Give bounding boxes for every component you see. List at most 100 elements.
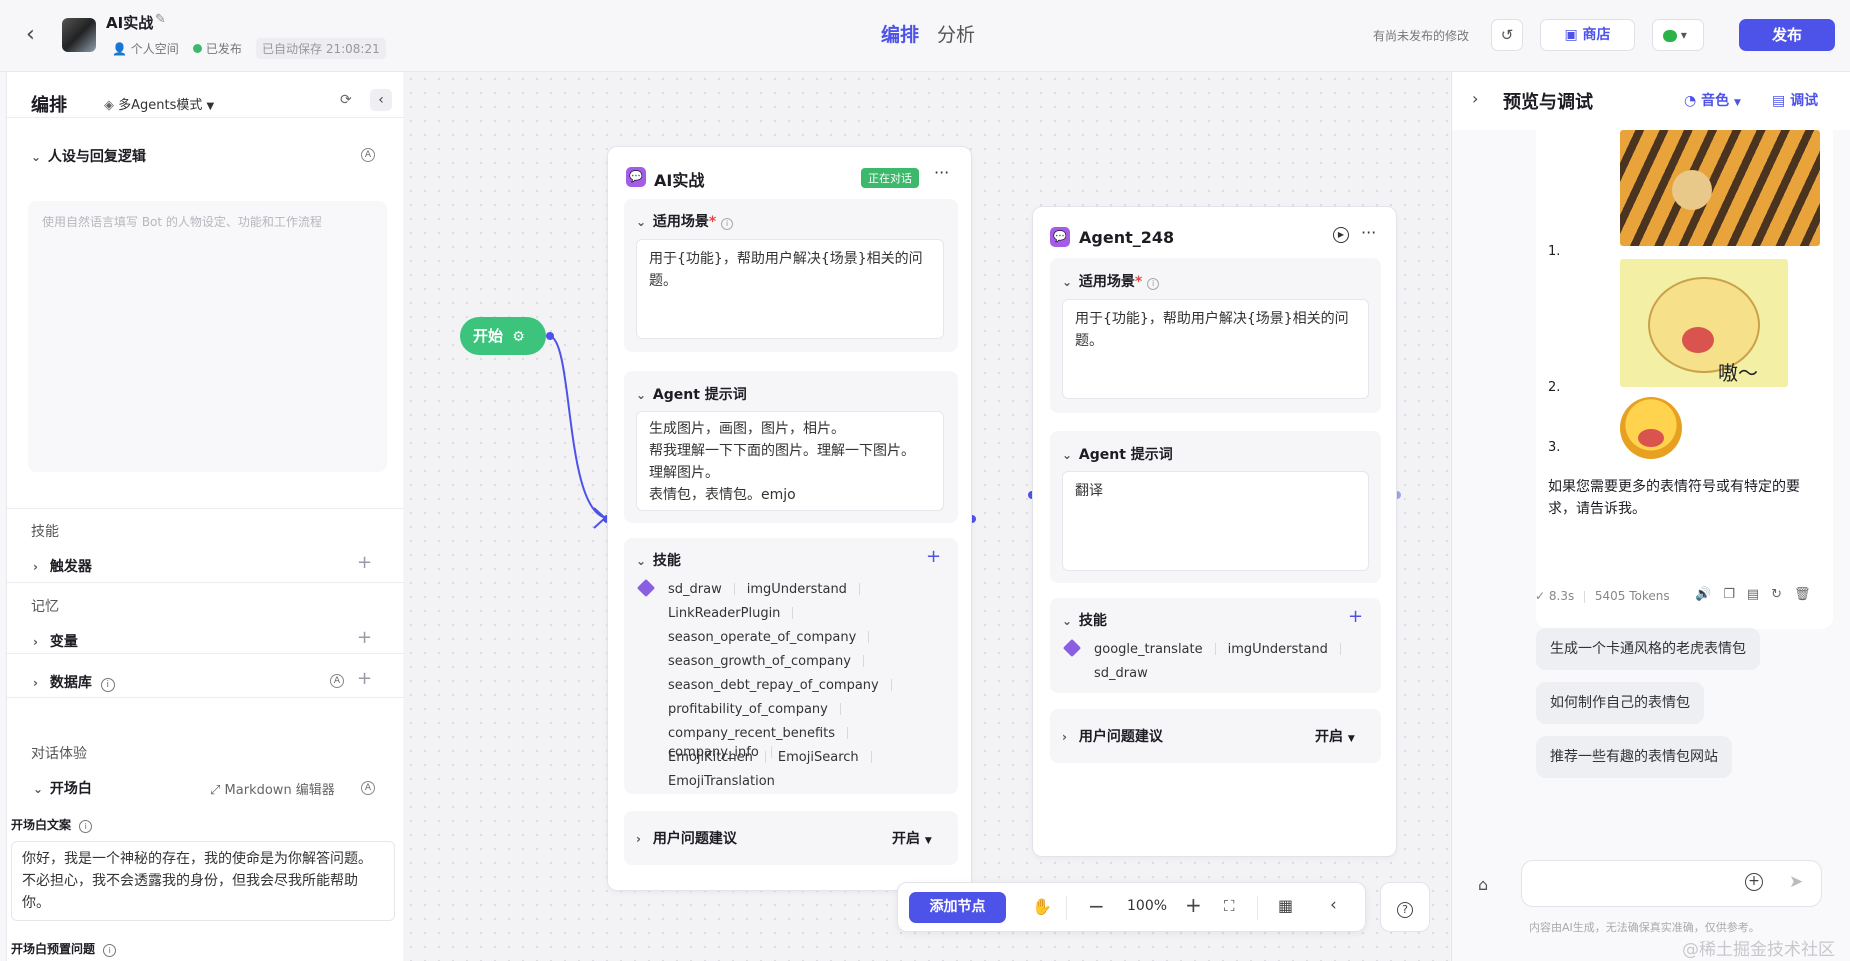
regenerate-icon[interactable]: ↻ xyxy=(1771,587,1795,602)
prompt-header[interactable]: ⌄ Agent 提示词 xyxy=(636,387,747,403)
bot-avatar[interactable] xyxy=(62,18,96,52)
add-trigger-icon[interactable]: + xyxy=(357,552,373,573)
delete-icon[interactable]: 🗑 xyxy=(1794,587,1823,602)
markdown-editor-link[interactable]: ⤢ Markdown 编辑器 xyxy=(210,783,335,798)
more-icon[interactable]: ··· xyxy=(934,163,950,182)
help-icon[interactable]: ? xyxy=(1380,882,1430,932)
copy-icon[interactable]: ❐ xyxy=(1723,587,1747,602)
voice-select[interactable]: ◔ 音色 ▼ xyxy=(1684,93,1741,109)
play-icon[interactable]: ▶ xyxy=(1333,227,1349,243)
skill-tag[interactable]: google_translate xyxy=(1094,642,1203,657)
edit-icon[interactable]: ✎ xyxy=(155,12,166,27)
chevron-down-icon: ⌄ xyxy=(33,782,44,796)
skill-tag[interactable]: sd_draw xyxy=(668,582,722,597)
persona-textarea[interactable]: 使用自然语言填写 Bot 的人物设定、功能和工作流程 xyxy=(28,201,387,472)
dialog-group-label: 对话体验 xyxy=(31,746,87,762)
start-node[interactable]: 开始 ⚙ xyxy=(460,317,546,355)
skill-tag[interactable]: EmojiSearch xyxy=(777,750,859,765)
agent-card-main[interactable]: 💬 AI实战 正在对话 ··· ⌄ 适用场景* i 用于{功能}，帮助用户解决{… xyxy=(607,146,972,891)
agent-card-248[interactable]: 💬 Agent_248 ▶ ··· ⌄ 适用场景* i 用于{功能}，帮助用户解… xyxy=(1032,206,1397,857)
opener-section-header[interactable]: ⌄ 开场白 xyxy=(33,781,92,797)
variables-row[interactable]: › 变量 xyxy=(33,634,78,650)
user-icon: 👤 xyxy=(112,42,127,56)
zoom-level[interactable]: 100% xyxy=(1127,898,1168,914)
tab-arrange[interactable]: 编排 xyxy=(881,24,920,46)
suggest-section[interactable]: › 用户问题建议 开启 ▼ xyxy=(624,811,958,865)
skill-tag[interactable]: imgUnderstand xyxy=(1227,642,1328,657)
scene-textarea[interactable]: 用于{功能}，帮助用户解决{场景}相关的问题。 xyxy=(1062,299,1369,399)
suggestion-chip[interactable]: 推荐一些有趣的表情包网站 xyxy=(1536,736,1732,778)
opener-auto-icon[interactable]: A xyxy=(361,781,375,795)
chevron-down-icon: ▾ xyxy=(1680,28,1687,42)
collapse-right-icon[interactable]: › xyxy=(1472,89,1479,108)
workflow-canvas[interactable]: 开始 ⚙ 💬 AI实战 正在对话 ··· ⌄ 适用场景* i 用于{功能}，帮助… xyxy=(404,72,1450,961)
skill-tag[interactable]: EmojiKitchen xyxy=(668,750,753,765)
connector-style-icon[interactable]: ‹ xyxy=(1330,895,1337,915)
check-icon: ✓ xyxy=(1535,589,1546,603)
skill-tag[interactable]: season_growth_of_company xyxy=(668,654,851,669)
panel-title: 编排 xyxy=(31,95,67,116)
suggest-section[interactable]: › 用户问题建议 开启 ▼ xyxy=(1050,709,1381,763)
add-attachment-icon[interactable]: + xyxy=(1745,873,1763,891)
zoom-out-icon[interactable]: − xyxy=(1088,894,1105,918)
add-skill-icon[interactable]: + xyxy=(1348,606,1364,627)
skills-header[interactable]: ⌄ 技能 xyxy=(1062,613,1107,629)
collapse-left-icon[interactable]: ‹ xyxy=(370,89,392,111)
chat-input[interactable] xyxy=(1521,860,1822,907)
suggestion-chip[interactable]: 生成一个卡通风格的老虎表情包 xyxy=(1536,628,1760,670)
zoom-in-icon[interactable]: + xyxy=(1185,893,1202,917)
layout-grid-icon[interactable]: ▦ xyxy=(1278,896,1294,915)
skill-tag[interactable]: profitability_of_company xyxy=(668,702,828,717)
speaker-icon[interactable]: 🔊 xyxy=(1695,587,1724,602)
prompt-section: ⌄ Agent 提示词 生成图片，画图，图片，相片。 帮我理解一下下面的图片。理… xyxy=(624,371,958,523)
prompt-textarea[interactable]: 生成图片，画图，图片，相片。 帮我理解一下下面的图片。理解一下图片。 理解图片。… xyxy=(636,411,944,511)
skill-tag[interactable]: season_operate_of_company xyxy=(668,630,857,645)
store-button[interactable]: ▣ 商店 xyxy=(1540,19,1635,51)
suggestion-chip[interactable]: 如何制作自己的表情包 xyxy=(1536,682,1704,724)
scene-textarea[interactable]: 用于{功能}，帮助用户解决{场景}相关的问题。 xyxy=(636,239,944,339)
database-auto-icon[interactable]: A xyxy=(330,674,344,688)
skill-tag[interactable]: sd_draw xyxy=(1094,666,1148,681)
add-variable-icon[interactable]: + xyxy=(357,627,373,648)
add-node-button[interactable]: 添加节点 xyxy=(909,892,1006,923)
suggest-toggle[interactable]: 开启 ▼ xyxy=(892,831,932,847)
skill-tag[interactable]: company_info xyxy=(668,745,759,760)
gear-icon[interactable]: ⚙ xyxy=(512,329,525,345)
debug-button[interactable]: ▤ 调试 xyxy=(1772,93,1819,109)
publish-button[interactable]: 发布 xyxy=(1739,19,1835,51)
database-row[interactable]: › 数据库 i xyxy=(33,672,115,692)
tab-analysis[interactable]: 分析 xyxy=(937,24,976,46)
opener-textarea[interactable]: 你好，我是一个神秘的存在，我的使命是为你解答问题。不必担心，我不会透露我的身份，… xyxy=(11,841,395,921)
skill-tag[interactable]: LinkReaderPlugin xyxy=(668,606,781,621)
channel-dropdown[interactable]: ▾ xyxy=(1652,19,1704,51)
history-icon[interactable]: ↺ xyxy=(1491,19,1523,51)
tiger-image-2[interactable]: 嗷～ xyxy=(1620,259,1788,387)
prompt-textarea[interactable]: 翻译 xyxy=(1062,471,1369,571)
broom-icon[interactable]: ⌂ xyxy=(1478,875,1489,894)
persona-section-header[interactable]: ⌄ 人设与回复逻辑 xyxy=(31,149,146,165)
suggest-toggle[interactable]: 开启 ▼ xyxy=(1315,729,1355,745)
back-arrow-icon[interactable]: ‹ xyxy=(26,22,35,47)
skill-tag[interactable]: imgUnderstand xyxy=(746,582,847,597)
tiger-emoji-3[interactable] xyxy=(1620,397,1682,459)
skill-tag[interactable]: season_debt_repay_of_company xyxy=(668,678,879,693)
auto-mode-icon[interactable]: A xyxy=(361,148,375,162)
trigger-row[interactable]: › 触发器 xyxy=(33,559,92,575)
add-skill-icon[interactable]: + xyxy=(926,546,942,567)
skill-tag[interactable]: company_recent_benefits xyxy=(668,726,836,741)
scene-section: ⌄ 适用场景* i 用于{功能}，帮助用户解决{场景}相关的问题。 xyxy=(624,199,958,352)
scene-header[interactable]: ⌄ 适用场景* i xyxy=(1062,271,1160,291)
tiger-image-1[interactable] xyxy=(1620,130,1820,246)
mode-select[interactable]: ◈ 多Agents模式 ▼ xyxy=(104,98,215,113)
more-icon[interactable]: ··· xyxy=(1361,223,1377,242)
fit-view-icon[interactable]: ⛶ xyxy=(1224,897,1235,915)
prompt-header[interactable]: ⌄ Agent 提示词 xyxy=(1062,447,1173,463)
quote-icon[interactable]: ▤ xyxy=(1746,587,1772,602)
refresh-icon[interactable]: ⟳ xyxy=(340,92,352,108)
skills-header[interactable]: ⌄ 技能 xyxy=(636,553,681,569)
hand-icon[interactable]: ✋ xyxy=(1032,897,1052,916)
add-database-icon[interactable]: + xyxy=(357,668,373,689)
send-icon[interactable]: ➤ xyxy=(1789,872,1804,892)
skill-tag[interactable]: EmojiTranslation xyxy=(668,774,775,789)
scene-header[interactable]: ⌄ 适用场景* i xyxy=(636,211,734,231)
